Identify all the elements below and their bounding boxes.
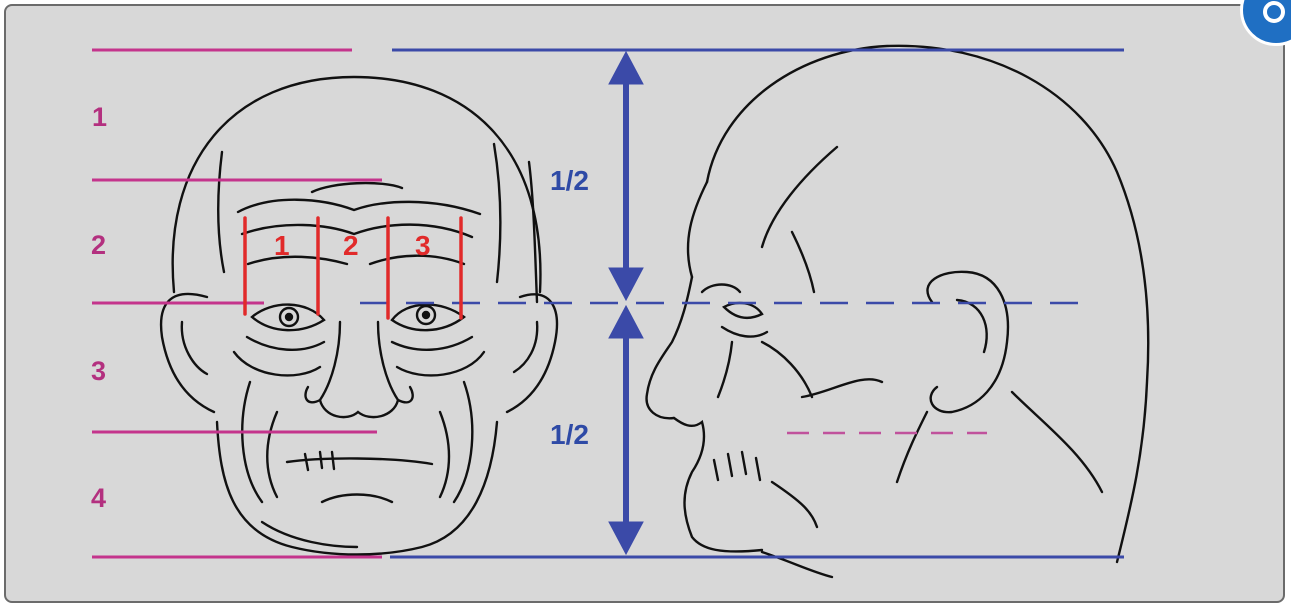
- row-label-3: 3: [91, 356, 106, 386]
- circle-button-icon: [1263, 1, 1285, 23]
- arrow-down-mid-icon: [609, 268, 643, 300]
- half-guides: [360, 50, 1124, 557]
- arrow-up-mid-icon: [609, 306, 643, 338]
- half-label-bottom: 1/2: [550, 419, 589, 450]
- arrow-up-top-icon: [609, 52, 643, 84]
- row-label-1: 1: [92, 102, 107, 132]
- row-labels: 1 2 3 4: [91, 102, 107, 513]
- face-proportions-diagram: 1 2 3 4 1 2 3 1/2 1/2: [6, 6, 1285, 603]
- diagram-panel: 1 2 3 4 1 2 3 1/2 1/2: [4, 4, 1285, 603]
- row-label-2: 2: [91, 230, 106, 260]
- row-label-4: 4: [91, 483, 106, 513]
- eye-region-label-3: 3: [415, 230, 431, 261]
- front-face-sketch: [161, 77, 557, 555]
- arrow-down-bottom-icon: [609, 522, 643, 554]
- profile-head-sketch: [647, 46, 1149, 577]
- eye-region-label-1: 1: [274, 230, 290, 261]
- half-labels: 1/2 1/2: [550, 165, 589, 450]
- half-label-top: 1/2: [550, 165, 589, 196]
- eye-region-label-2: 2: [343, 230, 359, 261]
